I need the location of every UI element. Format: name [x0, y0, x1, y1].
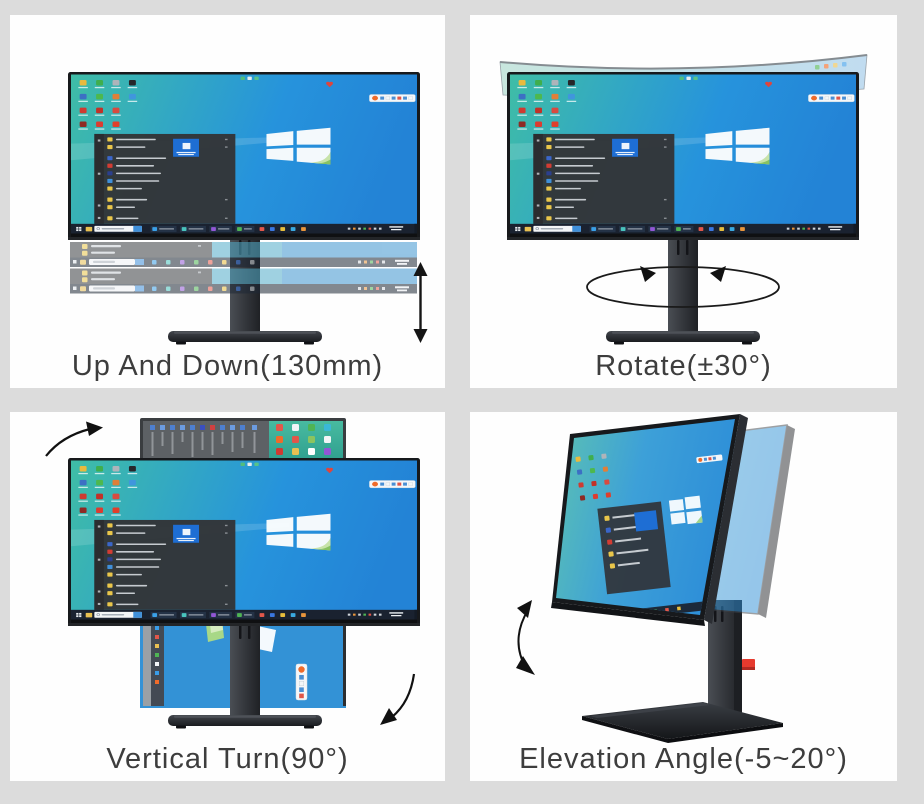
tilt-front-screen [551, 414, 748, 626]
panel-up-down: Up And Down(130mm) [10, 15, 445, 388]
up-down-arrow-icon [413, 262, 428, 343]
portrait-ghost-screen-top [140, 418, 346, 464]
tilt-arrow-icon [516, 600, 535, 675]
caption-up-down: Up And Down(130mm) [71, 350, 384, 382]
stand-base-perspective [582, 702, 783, 743]
monitor-illustration-vertical-turn [45, 418, 445, 729]
rotate-arrow-icon [586, 266, 780, 308]
turn-arrow-top-icon [45, 421, 103, 457]
height-ghost-strip [70, 268, 417, 294]
height-ghost-strip [70, 242, 417, 267]
panel-rotate: Rotate(±30°) [470, 15, 897, 388]
windows-logo-hint [668, 495, 703, 525]
quick-launch-badge-vertical [295, 663, 308, 701]
monitor-illustration-up-down [10, 15, 428, 345]
panel-elevation-angle: Elevation Angle(-5~20°) [470, 412, 897, 781]
turn-arrow-bottom-icon [380, 673, 416, 725]
caption-rotate: Rotate(±30°) [595, 350, 772, 382]
stand-column [708, 600, 742, 716]
monitor-illustration-rotate [499, 54, 868, 345]
panel-vertical-turn: Vertical Turn(90°) [10, 412, 445, 781]
monitor-illustration-elevation [516, 414, 795, 743]
caption-vertical-turn: Vertical Turn(90°) [106, 743, 349, 775]
caption-elevation-angle: Elevation Angle(-5~20°) [519, 743, 848, 775]
